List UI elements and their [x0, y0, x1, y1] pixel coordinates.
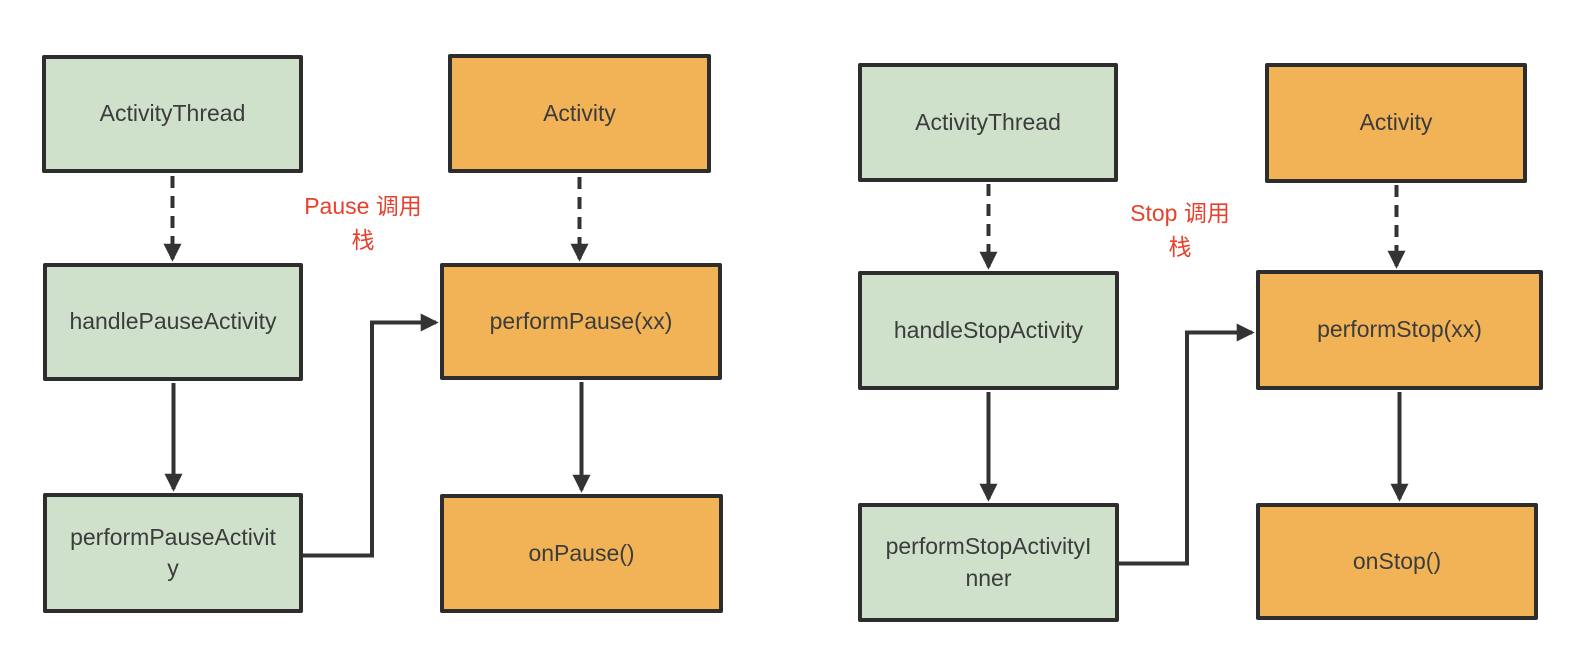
node-performstopactivityinner: performStopActivityInner: [858, 503, 1119, 622]
node-activity-stop: Activity: [1265, 63, 1527, 183]
node-activitythread-stop: ActivityThread: [858, 63, 1118, 182]
node-onpause: onPause(): [440, 494, 723, 613]
node-performpauseactivity: performPauseActivity: [43, 493, 303, 613]
arrow-performpauseactivity-to-performpause: [303, 313, 439, 558]
arrow-performstopactivityinner-to-performstop: [1119, 323, 1255, 566]
node-handlestopactivity: handleStopActivity: [858, 271, 1119, 390]
node-activity-pause: Activity: [448, 54, 711, 173]
pause-stack-label: Pause 调用 栈: [304, 193, 422, 253]
node-activitythread-pause: ActivityThread: [42, 55, 303, 173]
stop-stack-label: Stop 调用 栈: [1130, 200, 1230, 260]
node-onstop: onStop(): [1256, 503, 1538, 620]
node-performpause-xx: performPause(xx): [440, 263, 722, 380]
node-performstop-xx: performStop(xx): [1256, 270, 1543, 390]
node-handlepauseactivity: handlePauseActivity: [43, 263, 303, 381]
